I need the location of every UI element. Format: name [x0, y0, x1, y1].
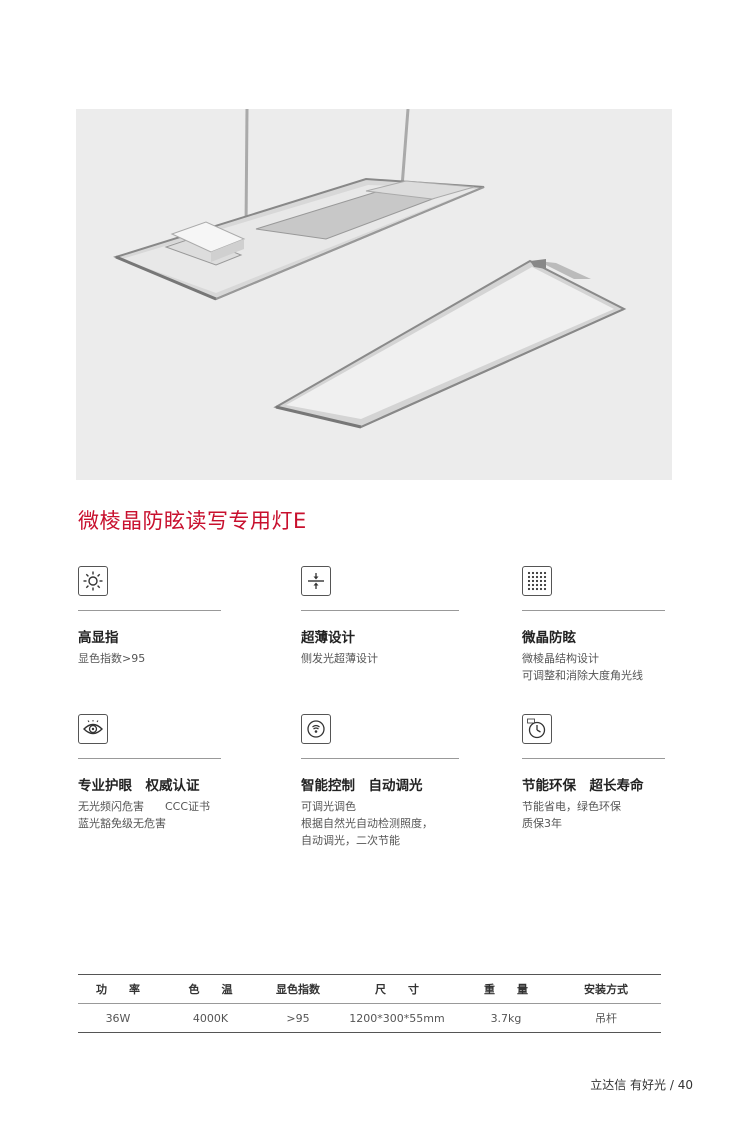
feature-description: 侧发光超薄设计 [301, 652, 378, 665]
feature-eye-care: 专业护眼 权威认证 无光频闪危害 CCC证书 蓝光豁免级无危害 [78, 714, 228, 830]
divider [522, 610, 665, 611]
page-footer: 立达信 有好光 / 40 [590, 1076, 693, 1093]
cell-power: 36W [78, 1003, 158, 1033]
feature-description: 节能省电，绿色环保 质保3年 [522, 800, 621, 830]
divider [522, 758, 665, 759]
clock-icon [522, 714, 552, 744]
spec-table: 功 率 色 温 显色指数 尺 寸 重 量 安装方式 36W 4000K >95 … [78, 974, 661, 1033]
divider [301, 610, 459, 611]
cell-size: 1200*300*55mm [333, 1003, 461, 1033]
cell-color-temp: 4000K [158, 1003, 263, 1033]
header-cri: 显色指数 [263, 974, 333, 1004]
sun-icon [78, 566, 108, 596]
cell-install: 吊杆 [551, 1003, 661, 1033]
divider [78, 758, 221, 759]
sensor-icon [301, 714, 331, 744]
product-illustration [113, 109, 627, 429]
feature-title: 高显指 [78, 630, 119, 646]
feature-smart-control: 智能控制 自动调光 可调光调色 根据自然光自动检测照度， 自动调光，二次节能 [301, 714, 459, 847]
feature-description: 无光频闪危害 CCC证书 蓝光豁免级无危害 [78, 800, 211, 830]
cell-cri: >95 [263, 1003, 333, 1033]
feature-title: 超薄设计 [301, 630, 355, 646]
footer-separator: / [669, 1078, 678, 1092]
header-power: 功 率 [78, 974, 158, 1004]
page-title: 微棱晶防眩读写专用灯E [78, 509, 307, 533]
cell-weight: 3.7kg [461, 1003, 551, 1033]
feature-title: 专业护眼 权威认证 [78, 778, 200, 794]
feature-description: 微棱晶结构设计 可调整和消除大度角光线 [522, 652, 643, 682]
page-number: 40 [677, 1078, 693, 1092]
table-header-row: 功 率 色 温 显色指数 尺 寸 重 量 安装方式 [78, 974, 661, 1004]
dot-grid-icon [522, 566, 552, 596]
feature-ultra-thin: 超薄设计 侧发光超薄设计 [301, 566, 459, 665]
header-install: 安装方式 [551, 974, 661, 1004]
product-image [76, 109, 672, 480]
feature-title: 微晶防眩 [522, 630, 576, 646]
eye-icon [78, 714, 108, 744]
feature-description: 显色指数>95 [78, 652, 146, 665]
footer-brand: 立达信 有好光 [590, 1078, 667, 1092]
feature-title: 智能控制 自动调光 [301, 778, 423, 794]
divider [301, 758, 459, 759]
divider [78, 610, 221, 611]
table-row: 36W 4000K >95 1200*300*55mm 3.7kg 吊杆 [78, 1003, 661, 1033]
feature-description: 可调光调色 根据自然光自动检测照度， 自动调光，二次节能 [301, 800, 433, 847]
feature-high-cri: 高显指 显色指数>95 [78, 566, 228, 665]
header-weight: 重 量 [461, 974, 551, 1004]
header-size: 尺 寸 [333, 974, 461, 1004]
thin-arrows-icon [301, 566, 331, 596]
feature-title: 节能环保 超长寿命 [522, 778, 644, 794]
feature-micro-crystal: 微晶防眩 微棱晶结构设计 可调整和消除大度角光线 [522, 566, 672, 682]
feature-long-life: 节能环保 超长寿命 节能省电，绿色环保 质保3年 [522, 714, 672, 830]
header-color-temp: 色 温 [158, 974, 263, 1004]
